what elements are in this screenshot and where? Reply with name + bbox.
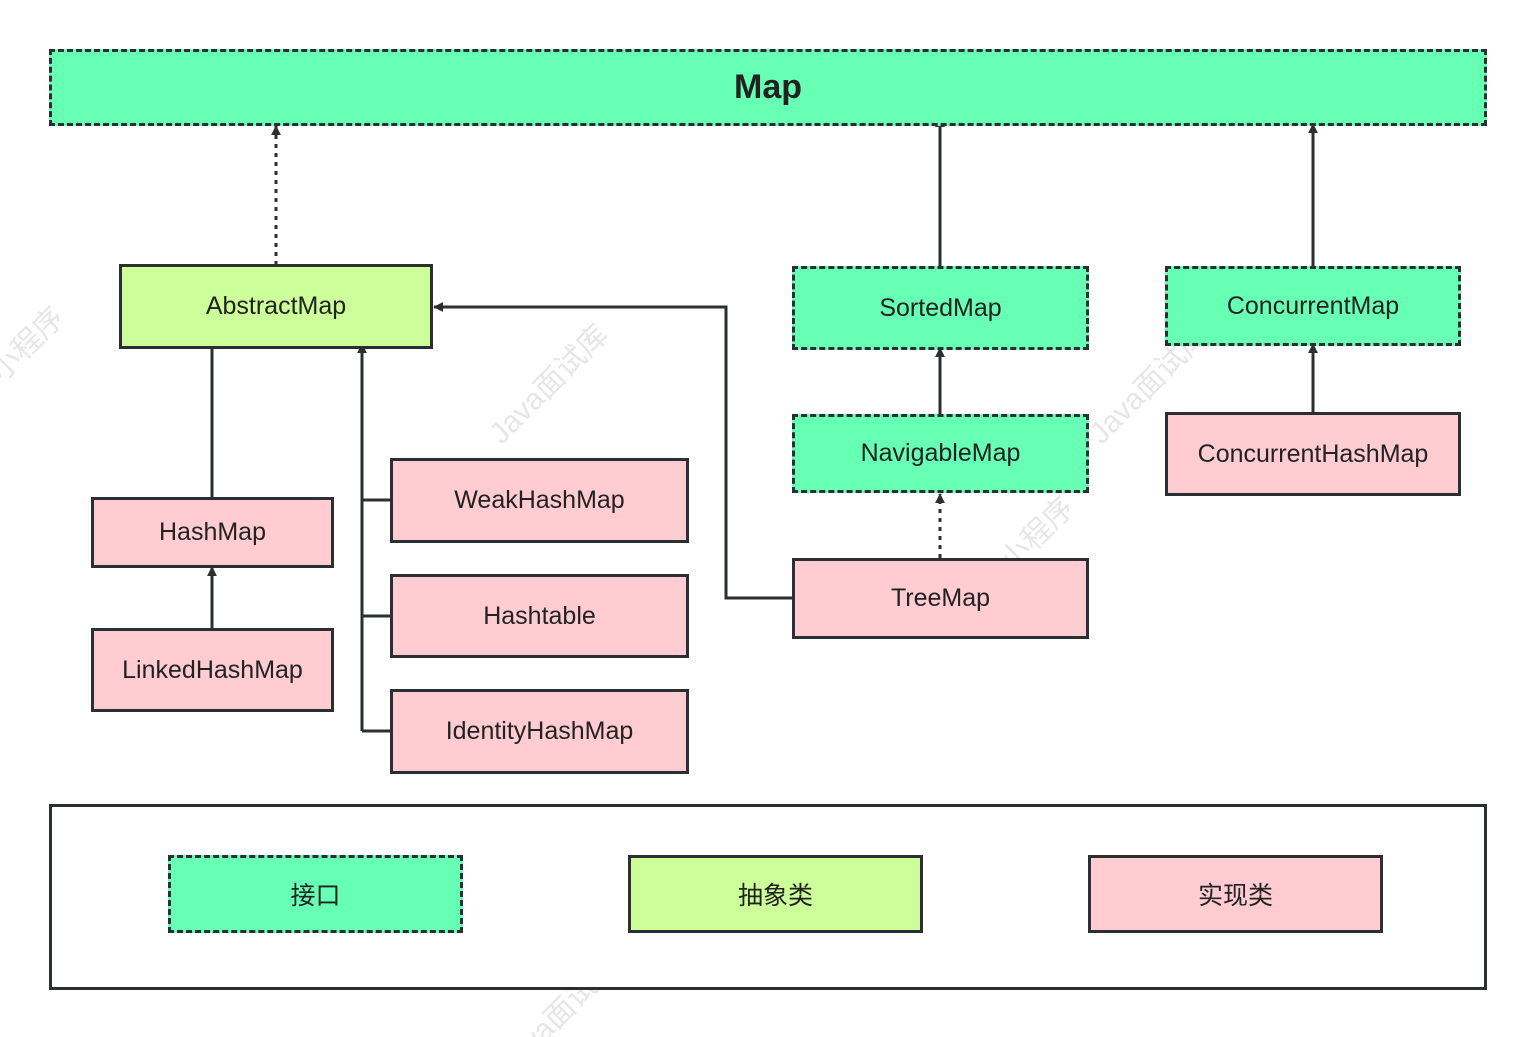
node-label: TreeMap bbox=[890, 584, 991, 612]
legend-abstract-class: 抽象类 bbox=[628, 855, 923, 933]
node-concurrent-hash-map: ConcurrentHashMap bbox=[1165, 412, 1461, 496]
legend-implementation-class: 实现类 bbox=[1088, 855, 1383, 933]
node-label: Map bbox=[734, 68, 802, 106]
legend-label: 抽象类 bbox=[737, 882, 813, 910]
edge-treemap-abstractmap bbox=[433, 302, 792, 600]
legend-interface: 接口 bbox=[168, 855, 463, 933]
node-map: Map bbox=[49, 49, 1487, 126]
node-label: Hashtable bbox=[483, 601, 596, 630]
node-tree-map: TreeMap bbox=[792, 558, 1089, 639]
node-label: AbstractMap bbox=[205, 292, 347, 320]
node-hash-map: HashMap bbox=[91, 497, 334, 568]
node-label: WeakHashMap bbox=[454, 486, 625, 514]
node-sorted-map: SortedMap bbox=[792, 266, 1089, 350]
node-identity-hash-map: IdentityHashMap bbox=[390, 689, 689, 774]
legend-label: 接口 bbox=[290, 882, 341, 910]
node-weak-hash-map: WeakHashMap bbox=[390, 458, 689, 543]
node-navigable-map: NavigableMap bbox=[792, 414, 1089, 493]
node-label: IdentityHashMap bbox=[445, 717, 634, 745]
node-concurrent-map: ConcurrentMap bbox=[1165, 266, 1461, 346]
node-label: ConcurrentHashMap bbox=[1197, 439, 1429, 468]
node-label: HashMap bbox=[159, 518, 266, 546]
node-label: LinkedHashMap bbox=[122, 655, 303, 684]
legend-label: 实现类 bbox=[1197, 882, 1273, 910]
node-hashtable: Hashtable bbox=[390, 574, 689, 658]
node-abstract-map: AbstractMap bbox=[119, 264, 433, 349]
node-label: ConcurrentMap bbox=[1226, 291, 1400, 320]
node-label: SortedMap bbox=[879, 293, 1002, 322]
node-label: NavigableMap bbox=[860, 439, 1021, 467]
node-linked-hash-map: LinkedHashMap bbox=[91, 628, 334, 712]
